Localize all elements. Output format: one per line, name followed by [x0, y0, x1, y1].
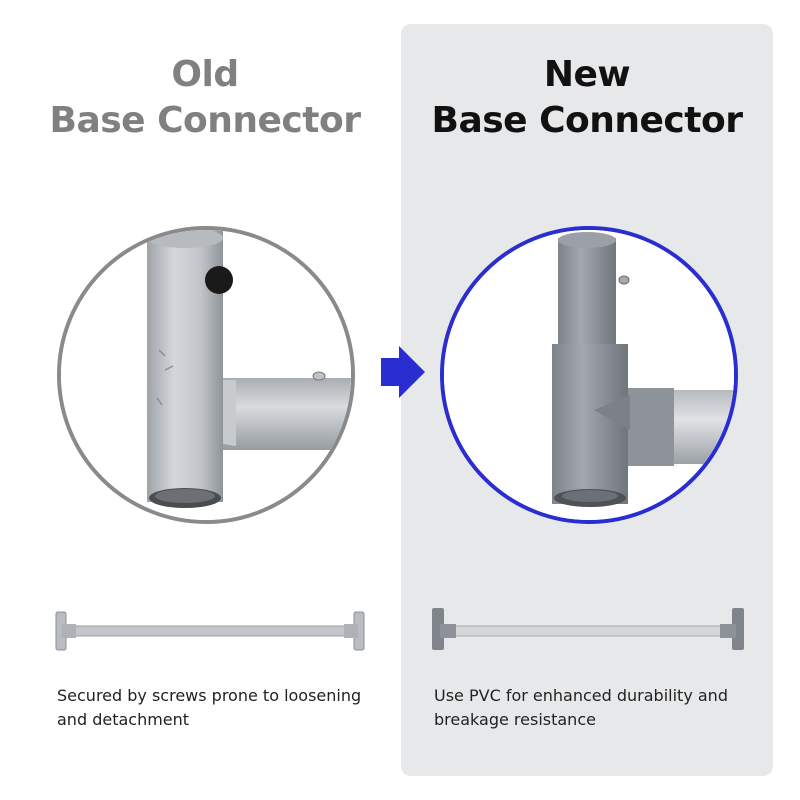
old-connector-closeup — [57, 226, 355, 524]
new-title: New Base Connector — [401, 52, 773, 144]
old-title-line2: Base Connector — [49, 100, 361, 141]
new-title-line1: New — [543, 54, 631, 95]
arrow-right-icon — [381, 346, 425, 398]
new-base-bar-image — [432, 608, 744, 650]
old-title: Old Base Connector — [20, 52, 390, 144]
new-title-line2: Base Connector — [431, 100, 743, 141]
old-base-bar-image — [55, 611, 365, 651]
new-description: Use PVC for enhanced durability and brea… — [434, 686, 728, 729]
old-description: Secured by screws prone to loosening and… — [57, 686, 362, 729]
old-connector-image — [61, 230, 351, 520]
new-connector-closeup — [440, 226, 738, 524]
new-connector-image — [444, 230, 734, 520]
old-title-line1: Old — [171, 54, 239, 95]
